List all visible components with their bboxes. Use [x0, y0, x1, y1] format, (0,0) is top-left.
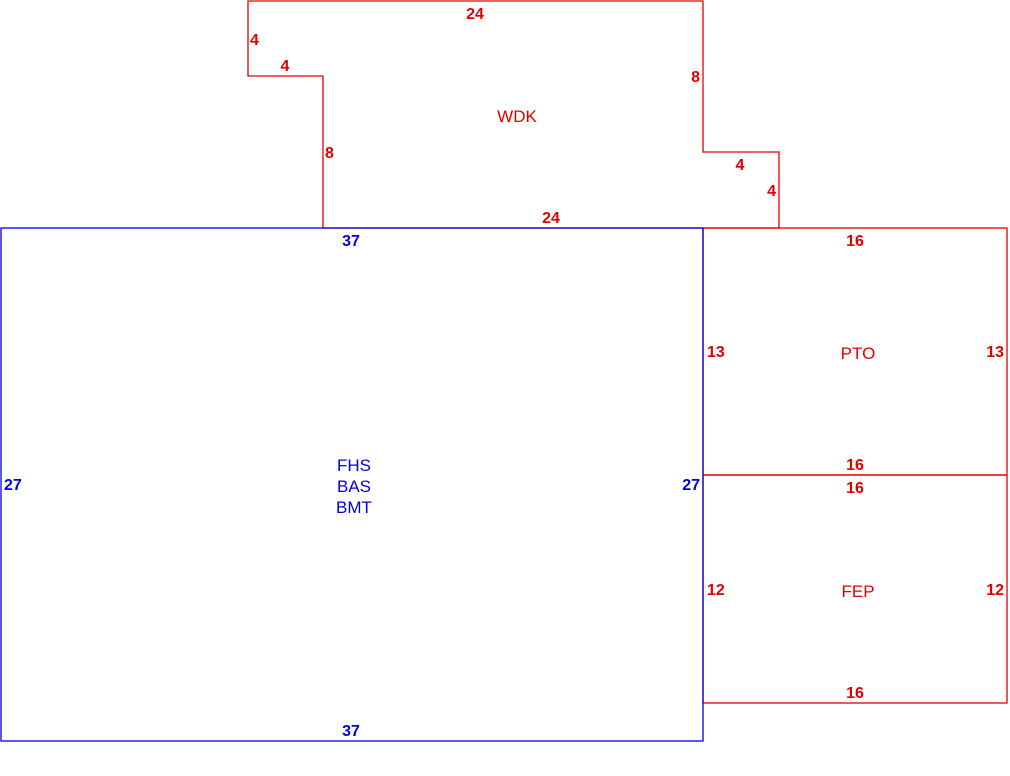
pto-dim-top: 16: [846, 233, 864, 250]
wdk-dim-right-lower: 4: [767, 183, 776, 200]
wdk-dim-left-lower: 8: [325, 145, 334, 162]
fep-dim-bottom: 16: [846, 685, 864, 702]
fep-dim-left: 12: [707, 582, 725, 599]
pto-dim-right: 13: [986, 344, 1004, 361]
fep-code: FEP: [841, 582, 874, 601]
wdk-dim-right-upper: 8: [691, 69, 700, 86]
pto-code: PTO: [841, 344, 876, 363]
main-dim-left: 27: [4, 477, 22, 494]
wdk-dim-top: 24: [466, 6, 484, 23]
wdk-outline: [247, 0, 780, 229]
wdk-dim-bottom: 24: [542, 210, 560, 227]
pto-dim-left: 13: [707, 344, 725, 361]
main-outline: [0, 227, 704, 742]
main-code-bmt: BMT: [336, 498, 372, 517]
wdk-dim-step-right: 4: [736, 157, 745, 174]
main-dim-bottom: 37: [342, 723, 360, 740]
main-dim-right: 27: [682, 477, 700, 494]
pto-dim-bottom: 16: [846, 457, 864, 474]
main-dim-top: 37: [342, 233, 360, 250]
wdk-dim-left-upper: 4: [250, 32, 259, 49]
fep-dim-top: 16: [846, 480, 864, 497]
main-code-bas: BAS: [337, 477, 371, 496]
main-code-fhs: FHS: [337, 456, 371, 475]
wdk-code: WDK: [497, 107, 537, 126]
wdk-dim-step-top: 4: [281, 58, 290, 75]
fep-dim-right: 12: [986, 582, 1004, 599]
